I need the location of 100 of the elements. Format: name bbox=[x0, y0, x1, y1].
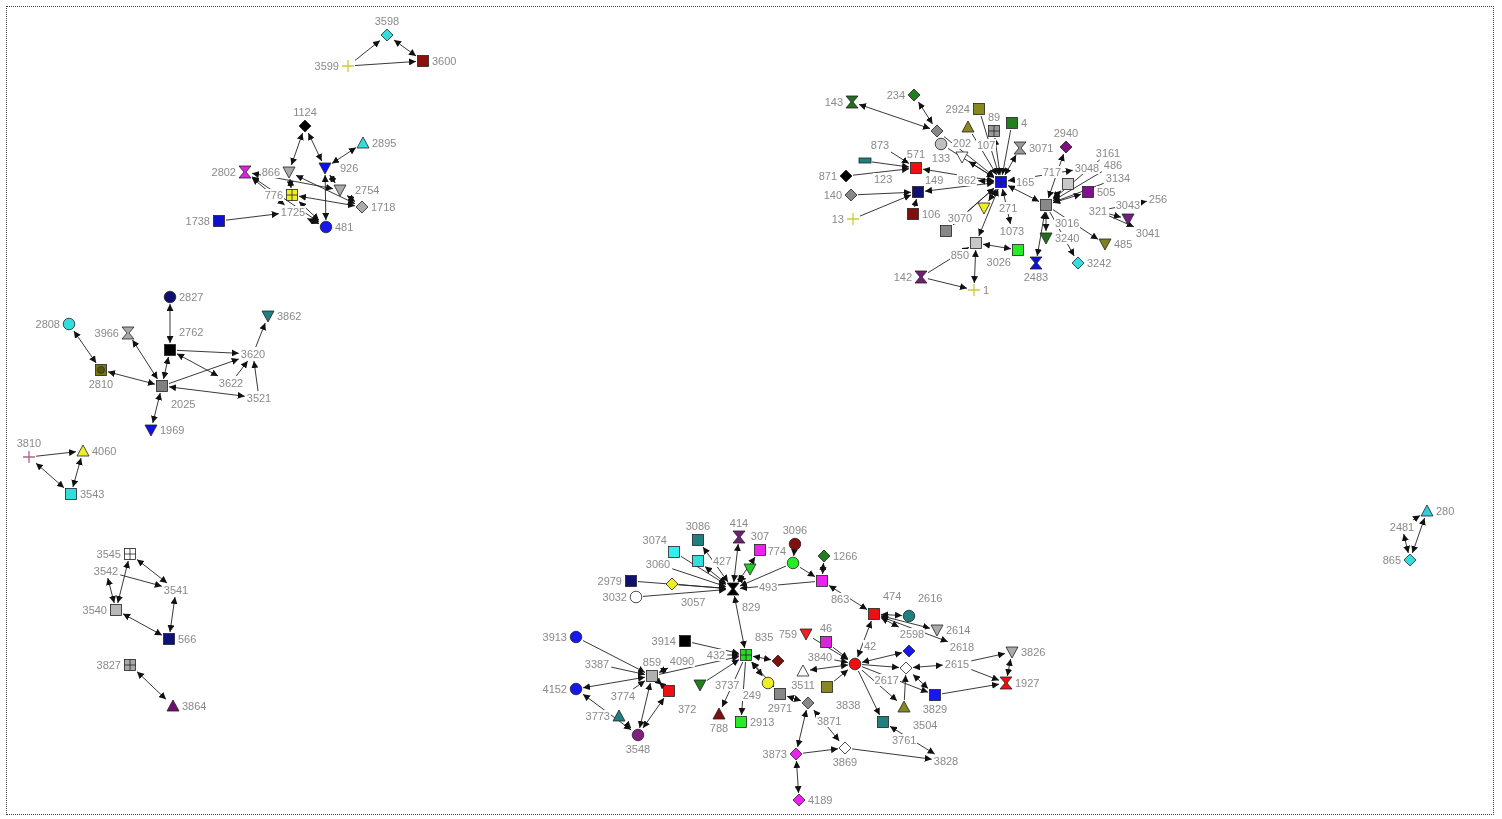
node-label: 3504 bbox=[912, 719, 939, 731]
node-label: 4 bbox=[1020, 117, 1029, 129]
node-label: 926 bbox=[339, 162, 360, 174]
network-node bbox=[1014, 142, 1026, 154]
node-label: 3810 bbox=[15, 437, 43, 449]
network-node bbox=[63, 318, 75, 330]
node-label: 2827 bbox=[178, 291, 205, 303]
network-node bbox=[744, 563, 756, 575]
node-label: 2617 bbox=[873, 674, 900, 686]
network-node bbox=[774, 688, 786, 700]
node-label: 2924 bbox=[944, 103, 971, 115]
node-label: 4152 bbox=[541, 683, 568, 695]
arrow bbox=[393, 39, 417, 57]
node-label: 3773 bbox=[584, 710, 611, 722]
node-label: 3599 bbox=[313, 60, 340, 72]
node-label: 202 bbox=[951, 137, 973, 149]
network-node bbox=[1012, 244, 1024, 256]
node-label: 13 bbox=[830, 213, 845, 225]
node-label: 2618 bbox=[948, 641, 976, 653]
network-node bbox=[262, 310, 274, 322]
arrow bbox=[136, 671, 167, 700]
node-label: 321 bbox=[1087, 205, 1109, 217]
network-node bbox=[692, 555, 704, 567]
network-node bbox=[1421, 505, 1433, 517]
network-node bbox=[666, 578, 678, 590]
network-node bbox=[95, 364, 107, 376]
node-label: 414 bbox=[728, 517, 750, 529]
node-label: 280 bbox=[1435, 505, 1456, 517]
network-node bbox=[342, 60, 354, 72]
network-node bbox=[877, 716, 889, 728]
network-node bbox=[163, 633, 175, 645]
network-node bbox=[772, 655, 784, 667]
network-node bbox=[357, 137, 369, 149]
node-label: 2614 bbox=[945, 624, 972, 636]
arrow bbox=[623, 720, 632, 729]
arrow bbox=[793, 760, 802, 794]
network-node bbox=[898, 701, 910, 713]
node-label: 1 bbox=[982, 284, 991, 296]
node-label: 142 bbox=[892, 271, 913, 283]
node-label: 485 bbox=[1113, 238, 1134, 250]
arrow bbox=[298, 193, 356, 209]
node-label: 3871 bbox=[816, 715, 843, 727]
network-node bbox=[931, 624, 943, 636]
network-node bbox=[735, 716, 747, 728]
arrow bbox=[736, 574, 747, 584]
network-node bbox=[1006, 117, 1018, 129]
node-label: 3134 bbox=[1104, 172, 1132, 184]
node-label: 249 bbox=[741, 689, 762, 701]
node-label: 4090 bbox=[668, 655, 696, 667]
node-label: 2754 bbox=[354, 184, 381, 196]
node-label: 3511 bbox=[790, 679, 816, 691]
network-node bbox=[23, 451, 35, 463]
node-label: 3048 bbox=[1073, 162, 1101, 174]
arrow bbox=[786, 695, 802, 702]
node-label: 3862 bbox=[276, 310, 303, 322]
arrow bbox=[809, 662, 849, 673]
node-label: 3161 bbox=[1094, 147, 1122, 159]
arrow bbox=[582, 674, 646, 691]
network-node bbox=[1122, 213, 1134, 225]
network-node bbox=[692, 534, 704, 546]
network-node bbox=[908, 89, 920, 101]
node-label: 271 bbox=[998, 202, 1019, 214]
network-node bbox=[847, 213, 859, 225]
network-node bbox=[286, 189, 298, 201]
arrow bbox=[1412, 515, 1421, 523]
network-node bbox=[900, 662, 912, 674]
network-node bbox=[239, 166, 251, 178]
node-label: 866 bbox=[260, 166, 281, 178]
node-label: 4189 bbox=[807, 794, 834, 806]
arrow bbox=[132, 339, 158, 380]
network-node bbox=[283, 166, 295, 178]
node-label: 3864 bbox=[181, 700, 208, 712]
network-node bbox=[903, 645, 915, 657]
arrow bbox=[161, 356, 171, 380]
node-label: 3540 bbox=[81, 604, 108, 616]
network-node bbox=[793, 794, 805, 806]
network-node bbox=[978, 202, 990, 214]
arrow bbox=[167, 596, 178, 633]
network-node bbox=[646, 670, 658, 682]
network-node bbox=[1062, 178, 1074, 190]
node-label: 3838 bbox=[835, 699, 862, 711]
network-node bbox=[956, 151, 968, 163]
network-node bbox=[625, 575, 637, 587]
arrow bbox=[858, 103, 931, 130]
arrow bbox=[290, 132, 304, 166]
node-label: 3521 bbox=[245, 392, 273, 404]
node-label: 89 bbox=[986, 111, 1002, 123]
arrow bbox=[751, 661, 775, 688]
network-node bbox=[816, 575, 828, 587]
node-label: 1927 bbox=[1014, 677, 1041, 689]
node-label: 3620 bbox=[239, 348, 267, 360]
node-label: 1969 bbox=[159, 424, 186, 436]
network-node bbox=[1000, 677, 1012, 689]
arrow bbox=[642, 697, 665, 729]
node-label: 432 bbox=[705, 649, 727, 661]
node-label: 42 bbox=[863, 640, 878, 652]
arrow bbox=[306, 217, 320, 225]
node-label: 2979 bbox=[596, 575, 623, 587]
node-label: 3828 bbox=[932, 755, 960, 767]
arrow bbox=[977, 177, 995, 185]
